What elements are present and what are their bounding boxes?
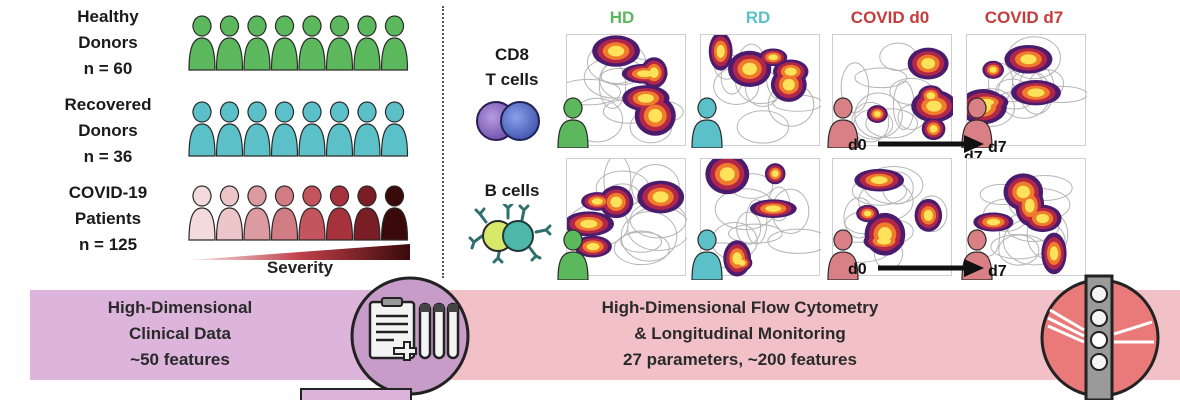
- person-icon: [243, 101, 271, 157]
- d7-label: d7: [964, 149, 983, 158]
- person-icon: [380, 15, 409, 71]
- svg-text:d7: d7: [988, 263, 1007, 280]
- density-plot-cd8-hd: [556, 34, 686, 146]
- timepoint-arrow-b: d0: [848, 259, 984, 278]
- rd-person-icon-cd8: [691, 97, 723, 148]
- section-divider: [442, 6, 444, 278]
- clipboard-and-tubes-icon: [350, 276, 470, 396]
- column-heading-covid-d7: COVID d7: [984, 8, 1064, 27]
- cohort-name: Recovered: [64, 95, 152, 114]
- person-icon: [215, 185, 244, 241]
- cd8-t-cell-icon: [476, 101, 540, 141]
- clinical-data-banner: [30, 290, 410, 380]
- d7-label-b: d7: [988, 263, 1007, 280]
- severity-label: Severity: [266, 258, 334, 277]
- b-cell-icon: [468, 204, 552, 264]
- banner-line: & Longitudinal Monitoring: [634, 324, 846, 343]
- cell-type-name: B cells: [484, 181, 540, 200]
- flow-cytometer-icon: [1040, 274, 1160, 400]
- person-icon: [325, 101, 354, 157]
- rd-person-icon-b: [691, 229, 723, 280]
- person-icon: [353, 101, 381, 157]
- banner-line: High-Dimensional Flow Cytometry: [601, 298, 879, 317]
- cohort-name: Patients: [74, 209, 142, 228]
- person-icon: [325, 185, 354, 241]
- banner-line: Clinical Data: [128, 324, 232, 343]
- person-icon: [188, 101, 216, 157]
- covid-person-icon-b-d0: [827, 229, 859, 280]
- density-plot-cd8-rd: [700, 32, 823, 146]
- person-icon: [270, 101, 299, 157]
- person-icon: [298, 101, 326, 157]
- person-icon: [215, 15, 244, 71]
- flow-cytometry-text: High-Dimensional Flow Cytometry & Longit…: [560, 295, 920, 373]
- cohort-name: Healthy: [77, 7, 139, 26]
- person-icon: [243, 15, 271, 71]
- person-icon: [188, 185, 216, 241]
- d7-label-cd8: d7: [988, 139, 1007, 156]
- recovered-donors-label: Recovered Donors n = 36: [28, 92, 188, 170]
- covid-patients-label: COVID-19 Patients n = 125: [28, 180, 188, 258]
- connector-stub: [300, 388, 412, 400]
- density-plot-b-hd: [563, 154, 691, 276]
- banner-line: 27 parameters, ~200 features: [623, 350, 857, 369]
- cohort-count: n = 60: [83, 59, 133, 78]
- person-icon: [270, 15, 299, 71]
- cohort-count: n = 125: [78, 235, 138, 254]
- person-icon: [298, 15, 326, 71]
- timepoint-arrow-cd8: d0 d7: [848, 135, 984, 158]
- person-icon: [325, 15, 354, 71]
- person-icon: [270, 185, 299, 241]
- density-plot-cd8-d0: [832, 34, 957, 146]
- cell-type-name: CD8: [494, 45, 529, 64]
- person-icon: [353, 15, 381, 71]
- cohort-name: Donors: [78, 121, 138, 140]
- column-heading-covid-d0: COVID d0: [850, 8, 930, 27]
- covid-person-icon-cd8-d7: [961, 97, 993, 148]
- hd-person-icon-cd8: [557, 97, 589, 148]
- banner-line: ~50 features: [130, 350, 230, 369]
- banner-line: High-Dimensional: [107, 298, 253, 317]
- density-plot-b-d0: [825, 158, 952, 276]
- healthy-donors-label: Healthy Donors n = 60: [28, 4, 188, 82]
- column-heading-hd: HD: [609, 8, 635, 27]
- row-label-cd8-t-cells: CD8 T cells: [462, 42, 562, 92]
- person-icon: [298, 185, 326, 241]
- cohort-count: n = 36: [83, 147, 133, 166]
- cohort-name: COVID-19: [68, 183, 148, 202]
- person-icon: [380, 185, 409, 241]
- d0-label: d0: [848, 261, 867, 278]
- person-icon: [188, 15, 216, 71]
- cell-type-name: T cells: [485, 70, 539, 89]
- person-icon: [380, 101, 409, 157]
- covid-person-icon-cd8-d0: [827, 97, 859, 148]
- healthy-donor-people-icons: [188, 15, 409, 71]
- person-icon: [243, 185, 271, 241]
- row-label-b-cells: B cells: [462, 178, 562, 203]
- hd-person-icon-b: [557, 229, 589, 280]
- cohort-name: Donors: [78, 33, 138, 52]
- svg-text:d7: d7: [988, 139, 1007, 156]
- d0-label: d0: [848, 137, 867, 154]
- severity-gradient-wedge: [190, 244, 410, 260]
- covid-patient-people-icons: [188, 185, 409, 241]
- clinical-data-text: High-Dimensional Clinical Data ~50 featu…: [60, 295, 300, 373]
- recovered-donor-people-icons: [188, 101, 409, 157]
- column-heading-rd: RD: [745, 8, 771, 27]
- person-icon: [353, 185, 381, 241]
- person-icon: [215, 101, 244, 157]
